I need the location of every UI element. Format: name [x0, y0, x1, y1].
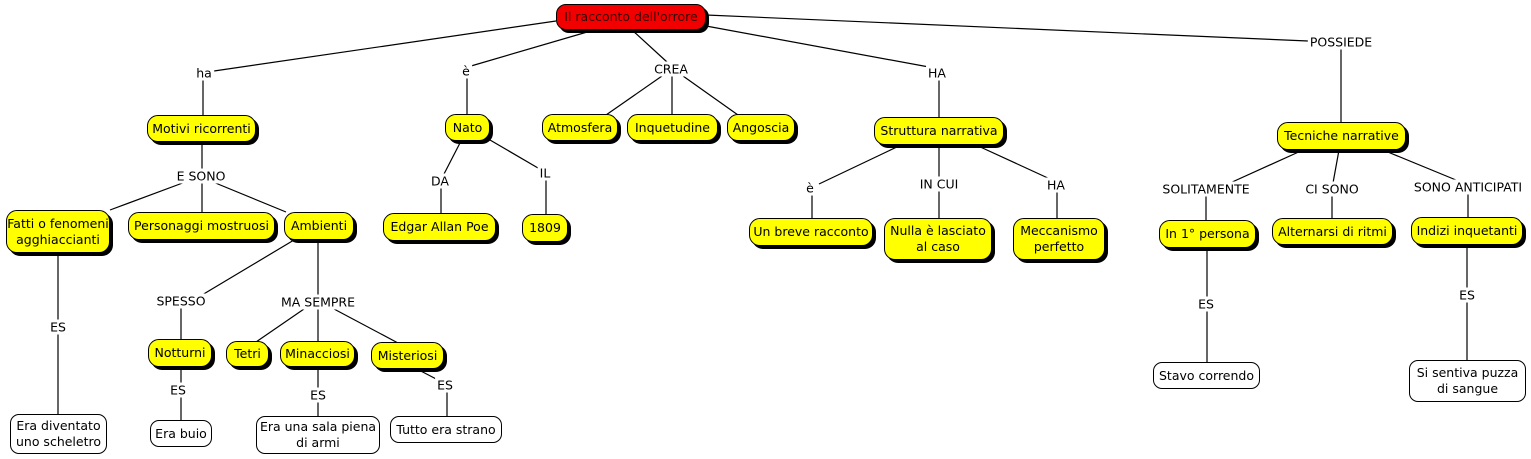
link-label-ha-3[interactable]: HA	[1045, 177, 1067, 193]
node-minacciosi[interactable]: Minacciosi	[280, 341, 355, 367]
node-notturni[interactable]: Notturni	[148, 339, 212, 367]
node-si-sentiva-puzza-di-sangue[interactable]: Si sentiva puzza di sangue	[1409, 360, 1526, 402]
link-label-es-misteriosi[interactable]: ES	[435, 377, 455, 393]
node-nulla-e-lasciato-al-caso[interactable]: Nulla è lasciato al caso	[884, 218, 992, 260]
node-un-breve-racconto[interactable]: Un breve racconto	[749, 218, 873, 246]
node-indizi-inquetanti[interactable]: Indizi inquetanti	[1411, 217, 1523, 245]
link-label-il[interactable]: IL	[537, 165, 553, 181]
node-alternarsi-di-ritmi[interactable]: Alternarsi di ritmi	[1272, 218, 1393, 245]
link-label-sono-anticipati[interactable]: SONO ANTICIPATI	[1411, 179, 1525, 195]
node-misteriosi[interactable]: Misteriosi	[371, 342, 444, 369]
node-tetri[interactable]: Tetri	[226, 341, 269, 367]
node-atmosfera[interactable]: Atmosfera	[542, 114, 618, 141]
node-stavo-correndo[interactable]: Stavo correndo	[1153, 362, 1260, 389]
node-il-racconto-dellorrore[interactable]: Il racconto dell'orrore	[556, 4, 706, 30]
node-meccanismo-perfetto[interactable]: Meccanismo perfetto	[1013, 218, 1105, 260]
node-1809[interactable]: 1809	[522, 214, 568, 242]
link-label-ha[interactable]: ha	[194, 65, 214, 81]
link-label-e[interactable]: è	[460, 63, 472, 79]
node-era-buio[interactable]: Era buio	[150, 420, 212, 447]
link-label-ma-sempre[interactable]: MA SEMPRE	[278, 294, 358, 310]
link-label-es-minacciosi[interactable]: ES	[308, 387, 328, 403]
link-label-e-3[interactable]: è	[804, 180, 816, 196]
node-tecniche-narrative[interactable]: Tecniche narrative	[1277, 122, 1406, 150]
node-edgar-allan-poe[interactable]: Edgar Allan Poe	[383, 213, 496, 241]
node-ambienti[interactable]: Ambienti	[284, 212, 354, 240]
node-motivi-ricorrenti[interactable]: Motivi ricorrenti	[147, 115, 256, 142]
node-tutto-era-strano[interactable]: Tutto era strano	[390, 416, 502, 443]
link-label-da[interactable]: DA	[429, 173, 451, 189]
link-label-e-sono[interactable]: E SONO	[174, 168, 228, 184]
link-label-in-cui[interactable]: IN CUI	[917, 176, 961, 192]
link-label-ci-sono[interactable]: CI SONO	[1303, 181, 1361, 197]
link-label-es-persona[interactable]: ES	[1196, 296, 1216, 312]
node-angoscia[interactable]: Angoscia	[727, 114, 795, 141]
link-label-spesso[interactable]: SPESSO	[154, 293, 208, 309]
node-era-diventato-uno-scheletro[interactable]: Era diventato uno scheletro	[10, 414, 107, 454]
link-label-possiede[interactable]: POSSIEDE	[1307, 34, 1375, 50]
node-nato[interactable]: Nato	[445, 114, 490, 141]
link-label-solitamente[interactable]: SOLITAMENTE	[1160, 181, 1252, 197]
link-label-es-notturni[interactable]: ES	[168, 382, 188, 398]
link-label-ha-2[interactable]: HA	[926, 65, 948, 81]
link-label-crea[interactable]: CREA	[652, 61, 690, 77]
node-inquetudine[interactable]: Inquetudine	[627, 114, 718, 141]
link-label-es-fatti[interactable]: ES	[48, 319, 68, 335]
node-struttura-narrativa[interactable]: Struttura narrativa	[874, 117, 1004, 145]
node-in-prima-persona[interactable]: In 1° persona	[1159, 220, 1256, 248]
node-personaggi-mostruosi[interactable]: Personaggi mostruosi	[128, 212, 275, 240]
node-fatti-o-fenomeni-agghiaccianti[interactable]: Fatti o fenomeni agghiaccianti	[6, 210, 110, 253]
node-era-una-sala-piena-di-armi[interactable]: Era una sala piena di armi	[256, 416, 380, 454]
link-label-es-indizi[interactable]: ES	[1457, 287, 1477, 303]
